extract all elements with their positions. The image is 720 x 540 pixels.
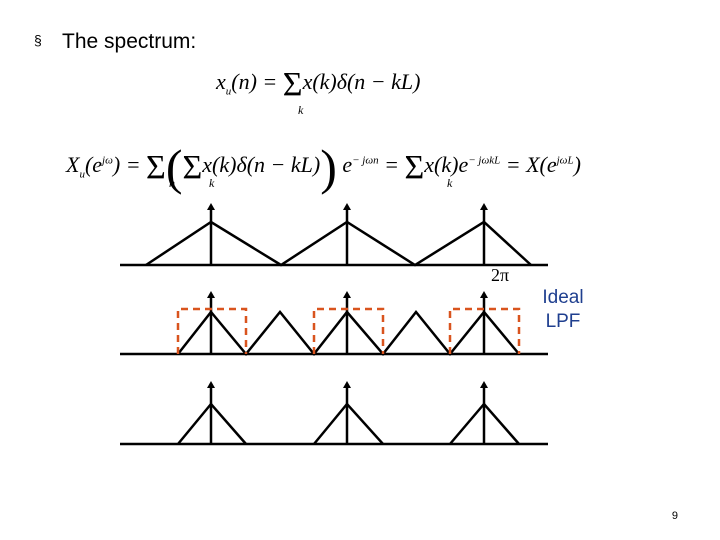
heading-text: The spectrum: [62,30,197,53]
two-pi-label: 2π [491,265,510,285]
row-upsampled-spectrum [120,203,548,267]
ideal-lpf-boxes [176,307,521,354]
sum-index-k: k [298,103,304,117]
spectrum-peaks [177,309,520,357]
row-images-with-lpf [120,291,548,357]
sum-index-k2: k [447,176,453,190]
sum-index-n: n [169,176,175,190]
triangle-peak [449,402,520,445]
equation-spectrum: Xu(ejω) = Σ(Σx(k)δ(n − kL)) e− jωn = Σx(… [66,139,581,195]
row-filtered-spectrum [120,381,548,446]
ideal-lpf-label: Ideal LPF [542,287,584,332]
heading: § The spectrum: [34,30,196,54]
lpf-box [176,307,248,354]
equation-upsampled-signal: xu(n) = Σx(k)δ(n − kL) [216,66,421,103]
sum-index-k: k [209,176,215,190]
triangle-peak [313,402,384,445]
page-number: 9 [671,510,678,522]
triangle-peak [177,402,247,445]
lpf-box [448,307,521,354]
spectrum-peaks [145,220,532,267]
bullet-icon: § [34,32,42,48]
lpf-box [312,307,385,354]
